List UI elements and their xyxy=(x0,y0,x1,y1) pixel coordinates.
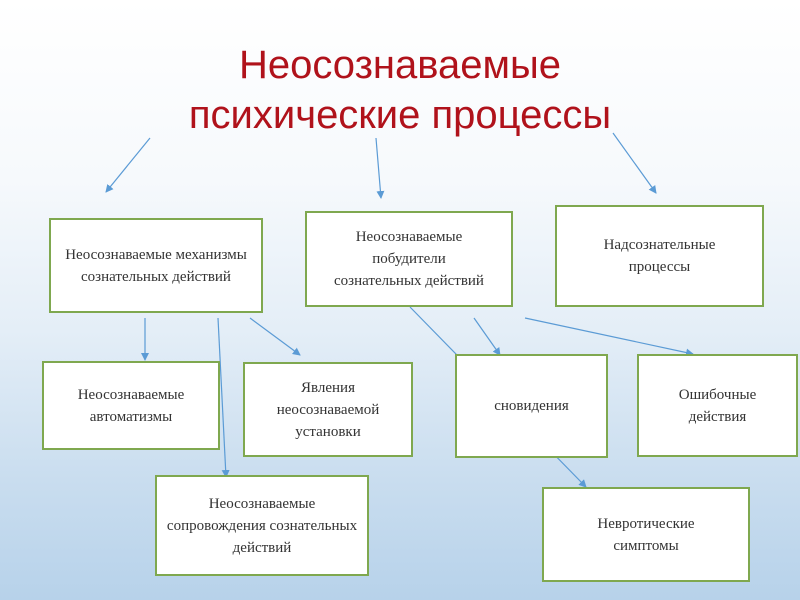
title-line-1: Неосознаваемые xyxy=(238,43,562,87)
box-set-label: Явления неосознаваемой установки xyxy=(276,379,380,440)
arrow-mechanisms-to-set xyxy=(249,317,301,356)
box-supraconscious-label: Надсознательные процессы xyxy=(603,237,716,275)
box-mechanisms: Неосознаваемые механизмы сознательных де… xyxy=(49,218,263,313)
box-errors-label: Ошибочные действия xyxy=(678,386,757,425)
box-accompaniments: Неосознаваемые сопровождения сознательны… xyxy=(155,475,369,576)
box-mechanisms-label: Неосознаваемые механизмы сознательных де… xyxy=(65,246,247,285)
box-motives: Неосознаваемые побудители сознательных д… xyxy=(305,211,513,307)
box-accompaniments-label: Неосознаваемые сопровождения сознательны… xyxy=(166,495,358,556)
arrow-title-to-supraconscious xyxy=(612,132,657,194)
box-motives-label: Неосознаваемые побудители сознательных д… xyxy=(334,229,484,289)
arrow-motives-to-errors xyxy=(524,317,694,357)
box-errors: Ошибочные действия xyxy=(637,354,798,457)
box-neurotic-label: Невротические симптомы xyxy=(597,515,695,554)
title-line-2: психические процессы xyxy=(188,93,612,137)
box-automatisms-label: Неосознаваемые автоматизмы xyxy=(77,386,185,425)
arrow-motives-to-dreams xyxy=(473,317,501,356)
box-neurotic: Невротические симптомы xyxy=(542,487,750,582)
box-automatisms: Неосознаваемые автоматизмы xyxy=(42,361,220,450)
box-dreams-label: сновидения xyxy=(494,398,569,414)
arrow-title-to-motives xyxy=(375,137,385,199)
box-set: Явления неосознаваемой установки xyxy=(243,362,413,457)
arrow-mechanisms-to-accompaniments xyxy=(217,317,230,478)
arrow-title-to-mechanisms xyxy=(105,137,151,193)
page-title: Неосознаваемые психические процессы xyxy=(0,40,800,140)
box-supraconscious: Надсознательные процессы xyxy=(555,205,764,307)
box-dreams: сновидения xyxy=(455,354,608,458)
